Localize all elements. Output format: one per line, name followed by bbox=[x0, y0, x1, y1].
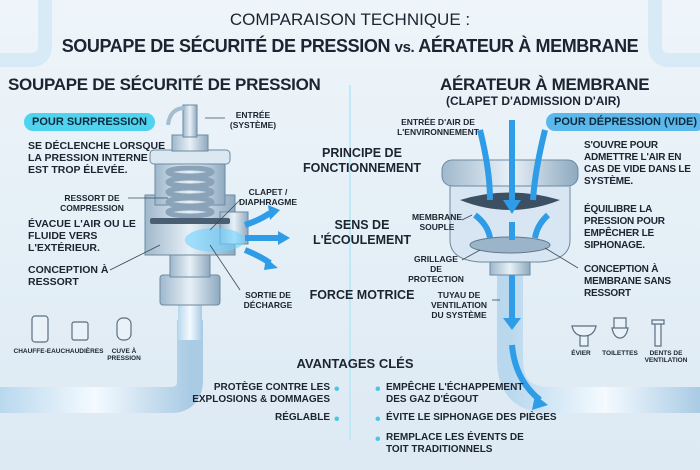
center-force: FORCE MOTRICE bbox=[309, 288, 415, 302]
bullet-icon: • bbox=[334, 411, 340, 428]
app-sink: ÉVIER bbox=[571, 350, 591, 357]
vent-pipe-icon bbox=[651, 319, 665, 347]
app-vents: DENTS DE VENTILATION bbox=[644, 350, 688, 364]
bullet-icon: • bbox=[375, 381, 381, 398]
label-outlet: SORTIE DE DÉCHARGE bbox=[243, 290, 293, 310]
left-desc-2: ÉVACUE L'AIR OU LE FLUIDE VERS L'EXTÉRIE… bbox=[28, 218, 136, 254]
app-pressure-tank: CUVE À PRESSION bbox=[107, 348, 141, 362]
label-air-inlet: ENTRÉE D'AIR DE L'ENVIRONNEMENT bbox=[397, 117, 479, 137]
discharge-flow-arrows bbox=[243, 210, 280, 266]
label-spring: RESSORT DE COMPRESSION bbox=[60, 193, 124, 213]
left-desc-1: SE DÉCLENCHE LORSQUE LA PRESSION INTERNE… bbox=[28, 140, 166, 176]
title-line-1: COMPARAISON TECHNIQUE : bbox=[229, 10, 471, 29]
bullet-icon: • bbox=[334, 381, 340, 398]
bullet-icon: • bbox=[375, 431, 381, 448]
app-water-heater: CHAUFFE-EAU bbox=[13, 348, 61, 355]
title-left: SOUPAPE DE SÉCURITÉ DE PRESSION bbox=[61, 36, 395, 56]
right-desc-3: CONCEPTION À MEMBRANE SANS RESSORT bbox=[584, 264, 671, 299]
label-inlet: ENTRÉE (SYSTÈME) bbox=[229, 110, 277, 130]
title-vs: vs. bbox=[394, 39, 415, 56]
leader-lines bbox=[109, 117, 579, 301]
right-badge: POUR DÉPRESSION (VIDE) bbox=[546, 113, 700, 131]
adv-right-2: ÉVITE LE SIPHONAGE DES PIÈGES bbox=[386, 412, 557, 423]
air-admittance-valve bbox=[441, 120, 700, 413]
pressure-relief-valve bbox=[0, 104, 290, 413]
boiler-icon bbox=[71, 321, 89, 341]
label-grid: GRILLAGE DE PROTECTION bbox=[408, 254, 464, 284]
label-valve: CLAPET / DIAPHRAGME bbox=[238, 187, 298, 207]
corner-pipe-left bbox=[0, 0, 52, 67]
app-toilets: TOILETTES bbox=[602, 350, 638, 357]
right-desc-1: S'OUVRE POUR ADMETTRE L'AIR EN CAS DE VI… bbox=[584, 140, 691, 187]
application-icons bbox=[31, 315, 665, 347]
title-line-2: SOUPAPE DE SÉCURITÉ DE PRESSION vs. AÉRA… bbox=[0, 36, 700, 57]
label-vent-pipe: TUYAU DE VENTILATION DU SYSTÈME bbox=[430, 290, 488, 320]
toilet-icon bbox=[611, 317, 629, 339]
right-subheading: (CLAPET D'ADMISSION D'AIR) bbox=[446, 94, 621, 108]
left-desc-3: CONCEPTION À RESSORT bbox=[28, 264, 109, 288]
adv-text: PROTÈGE CONTRE LES EXPLOSIONS & DOMMAGES bbox=[192, 382, 330, 405]
center-principle: PRINCIPE DE FONCTIONNEMENT bbox=[302, 146, 422, 175]
corner-pipe-right bbox=[648, 0, 700, 67]
adv-text: RÉGLABLE bbox=[275, 412, 330, 423]
center-advantages: AVANTAGES CLÉS bbox=[296, 356, 414, 371]
sink-icon bbox=[571, 325, 597, 347]
adv-right-3: REMPLACE LES ÉVENTS DE TOIT TRADITIONNEL… bbox=[386, 432, 524, 455]
center-flow: SENS DE L'ÉCOULEMENT bbox=[312, 218, 412, 247]
water-heater-icon bbox=[31, 315, 49, 343]
app-boilers: CHAUDIÈRES bbox=[60, 348, 104, 355]
label-membrane: MEMBRANE SOUPLE bbox=[411, 212, 463, 232]
adv-left-1: PROTÈGE CONTRE LES EXPLOSIONS & DOMMAGES bbox=[182, 382, 330, 406]
pressure-tank-icon bbox=[116, 317, 132, 341]
right-heading: AÉRATEUR À MEMBRANE bbox=[440, 75, 650, 94]
left-heading: SOUPAPE DE SÉCURITÉ DE PRESSION bbox=[8, 75, 321, 94]
left-badge: POUR SURPRESSION bbox=[24, 113, 155, 131]
adv-left-2: RÉGLABLE bbox=[182, 412, 330, 424]
bullet-icon: • bbox=[375, 411, 381, 428]
adv-right-1: EMPÊCHE L'ÉCHAPPEMENT DES GAZ D'ÉGOUT bbox=[386, 382, 524, 405]
title-right: AÉRATEUR À MEMBRANE bbox=[414, 36, 639, 56]
right-desc-2: ÉQUILIBRE LA PRESSION POUR EMPÊCHER LE S… bbox=[584, 204, 665, 251]
